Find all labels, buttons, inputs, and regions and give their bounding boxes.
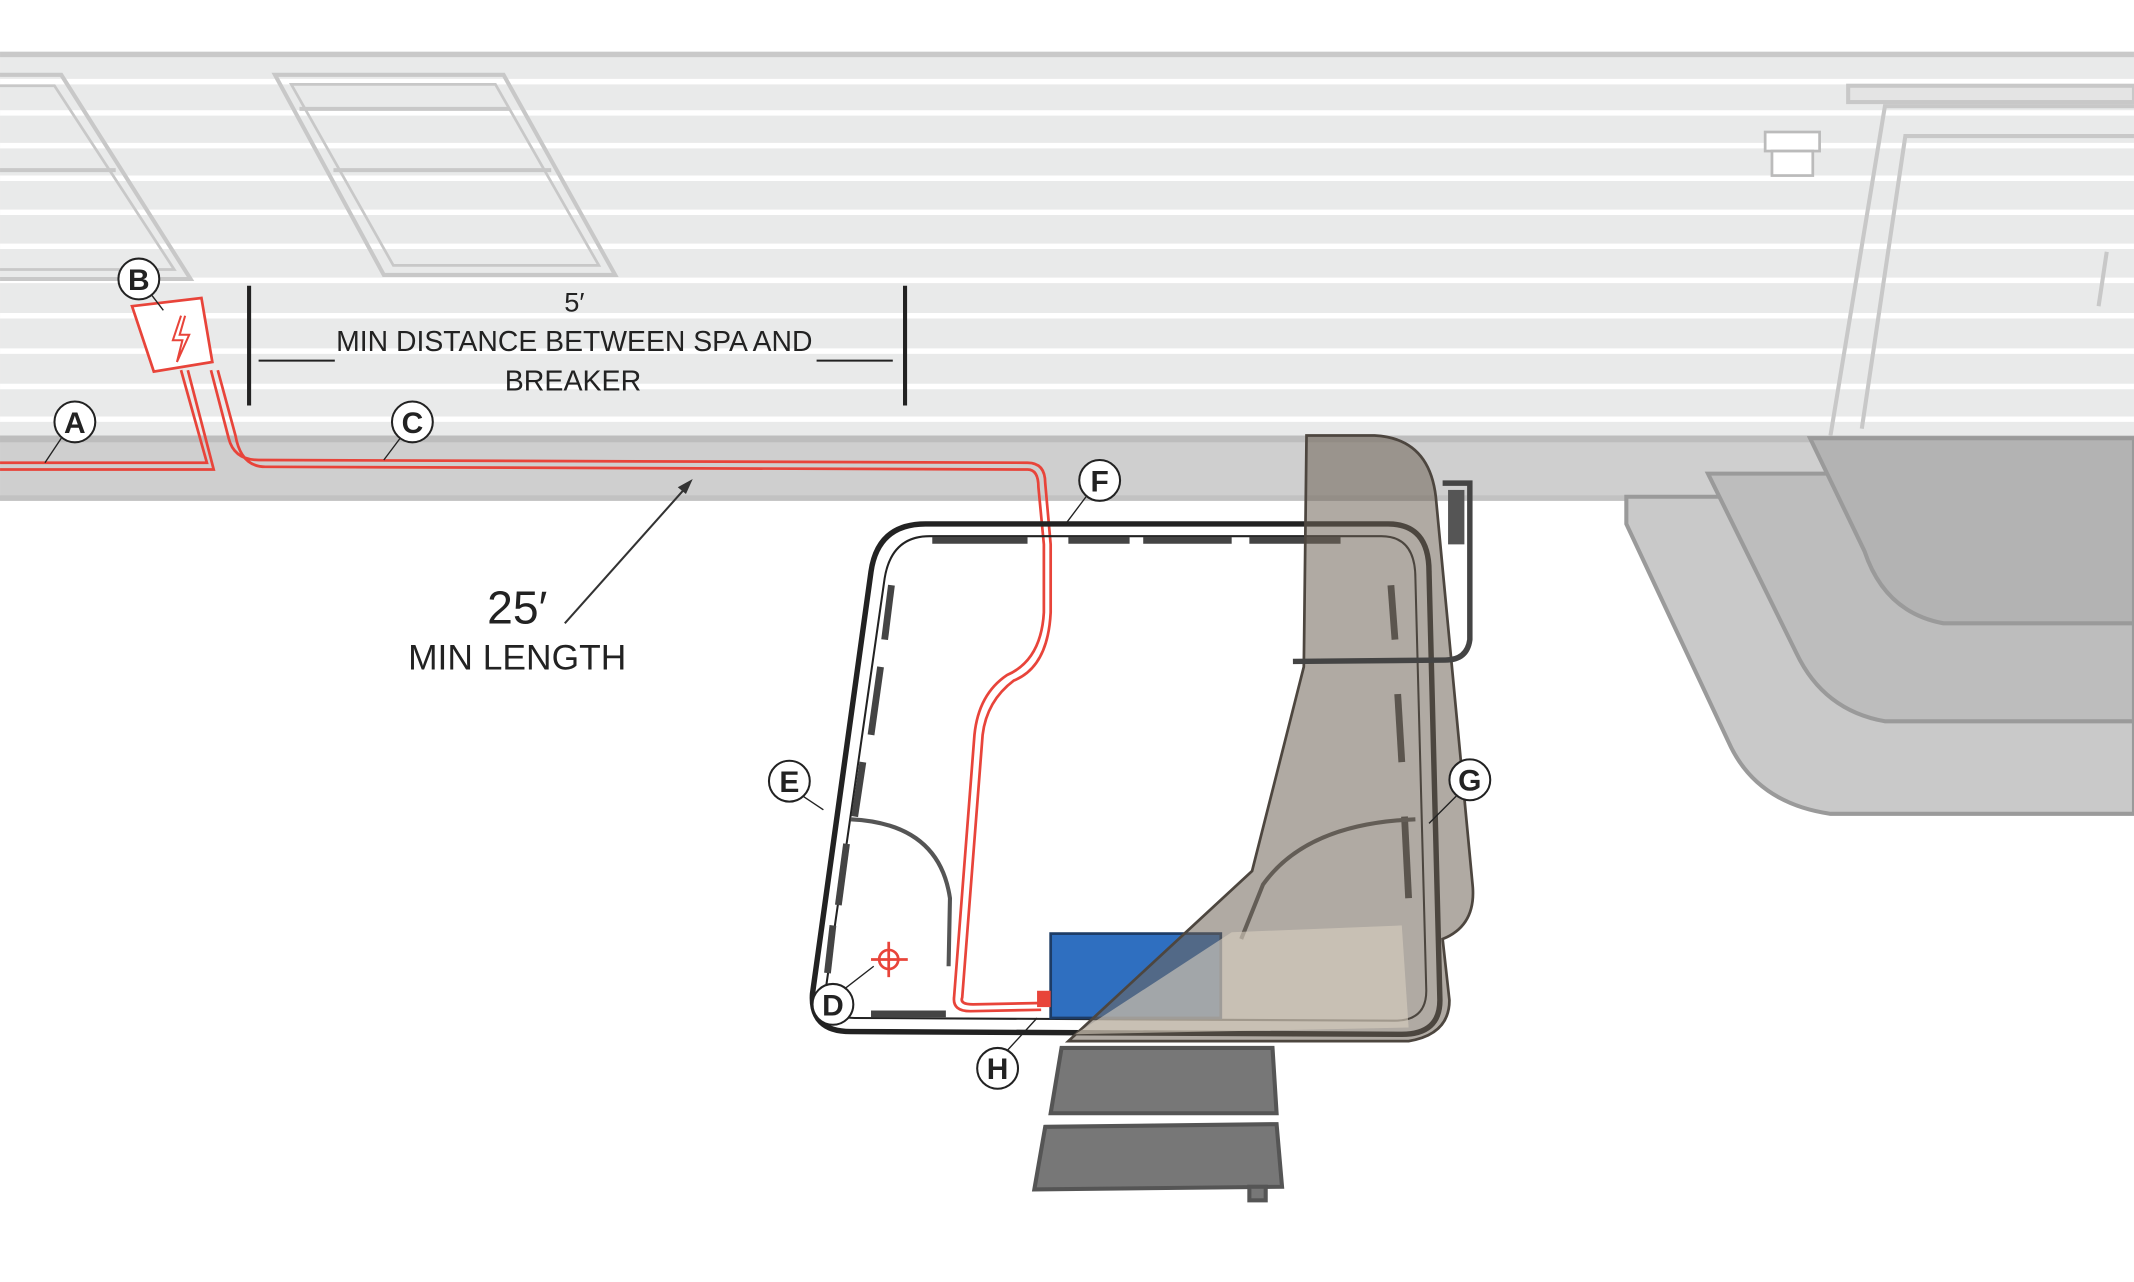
callout-e: E: [767, 759, 824, 811]
spa-cover: [1064, 434, 1475, 1043]
svg-text:B: B: [128, 264, 150, 297]
house-door: [1828, 83, 2134, 436]
callout-c: C: [383, 400, 434, 461]
breaker-box: [130, 296, 214, 374]
callout-h: H: [976, 1017, 1038, 1090]
svg-text:D: D: [822, 989, 844, 1022]
dimension-text-line2: BREAKER: [505, 366, 642, 398]
cable-length-annotation: 25′ MIN LENGTH: [408, 479, 693, 678]
power-connector: [1037, 990, 1051, 1008]
house-wall: [0, 51, 2134, 501]
breaker-distance-dimension: 5′ MIN DISTANCE BETWEEN SPA AND BREAKER: [247, 285, 908, 406]
lightning-bolt-icon: [171, 315, 191, 363]
callout-b: B: [117, 257, 164, 311]
spa-steps: [1031, 1045, 1285, 1203]
callouts: A B C D E F G H: [44, 257, 1492, 1090]
cable-length-text: MIN LENGTH: [408, 639, 626, 678]
deck-steps: [1624, 436, 2134, 816]
cable-length-value: 25′: [487, 581, 547, 633]
svg-text:C: C: [402, 407, 424, 440]
crosshair-icon: [871, 941, 908, 978]
svg-text:G: G: [1458, 765, 1481, 798]
callout-g: G: [1428, 758, 1492, 824]
vent-icon: [1763, 130, 1821, 177]
window-right: [271, 72, 619, 277]
callout-f: F: [1065, 458, 1122, 525]
dimension-text-line1: MIN DISTANCE BETWEEN SPA AND: [336, 326, 812, 358]
svg-text:A: A: [64, 407, 86, 440]
svg-text:E: E: [779, 766, 799, 799]
svg-text:F: F: [1091, 465, 1109, 498]
dimension-value: 5′: [564, 287, 584, 318]
svg-text:H: H: [987, 1053, 1009, 1086]
callout-d: D: [811, 965, 875, 1026]
electrical-wires: [0, 369, 1053, 1013]
callout-a: A: [44, 400, 97, 464]
window-left: [0, 72, 195, 282]
